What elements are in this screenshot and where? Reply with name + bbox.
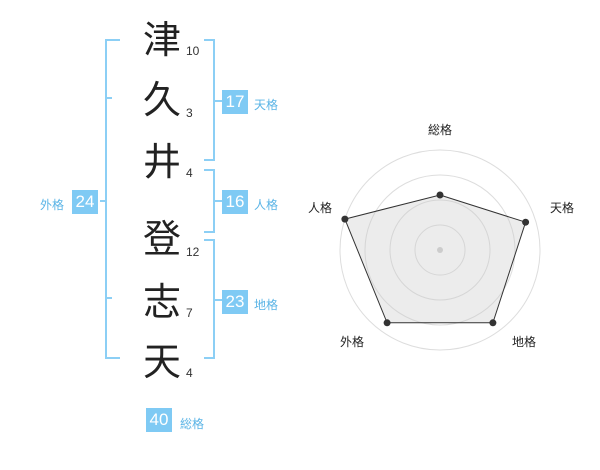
radar-axis-label-2: 天格 bbox=[550, 200, 574, 215]
stroke-count-6: 4 bbox=[186, 366, 193, 380]
kanji-char-2: 久 bbox=[142, 78, 181, 122]
radar-point-2 bbox=[522, 218, 530, 226]
radar-point-3 bbox=[489, 319, 497, 327]
stroke-count-4: 12 bbox=[186, 245, 200, 259]
soukaku-label: 総格 bbox=[180, 417, 205, 431]
kanji-char-1: 津 bbox=[142, 18, 181, 62]
tenkaku-badge: 17 bbox=[222, 90, 248, 114]
radar-point-1 bbox=[436, 191, 444, 199]
stroke-count-2: 3 bbox=[186, 106, 193, 120]
radar-data-polygon bbox=[344, 194, 527, 324]
jinkaku-label: 人格 bbox=[254, 198, 279, 212]
chikaku-label: 地格 bbox=[254, 298, 279, 312]
kanji-char-3: 井 bbox=[142, 140, 181, 184]
radar-axis-label-1: 総格 bbox=[428, 122, 452, 137]
gaikaku-badge: 24 bbox=[72, 190, 98, 214]
radar-axis-label-5: 人格 bbox=[308, 200, 332, 215]
radar-point-5 bbox=[341, 215, 349, 223]
stroke-count-5: 7 bbox=[186, 306, 193, 320]
stroke-count-1: 10 bbox=[186, 44, 200, 58]
soukaku-badge: 40 bbox=[146, 408, 172, 432]
radar-ring-2 bbox=[389, 199, 491, 301]
chikaku-badge: 23 bbox=[222, 290, 248, 314]
gaikaku-label: 外格 bbox=[40, 198, 65, 212]
kanji-char-6: 天 bbox=[142, 340, 181, 384]
radar-center-dot bbox=[437, 247, 443, 253]
tenkaku-label: 天格 bbox=[254, 98, 279, 112]
radar-axis-label-3: 地格 bbox=[512, 334, 536, 349]
radar-axis-label-4: 外格 bbox=[340, 334, 364, 349]
radar-ring-1 bbox=[414, 224, 466, 276]
kanji-char-4: 登 bbox=[142, 217, 181, 261]
kanji-char-5: 志 bbox=[142, 280, 181, 324]
radar-point-4 bbox=[383, 319, 391, 327]
stroke-count-3: 4 bbox=[186, 166, 193, 180]
jinkaku-badge: 16 bbox=[222, 190, 248, 214]
radar-ring-3 bbox=[364, 174, 516, 326]
